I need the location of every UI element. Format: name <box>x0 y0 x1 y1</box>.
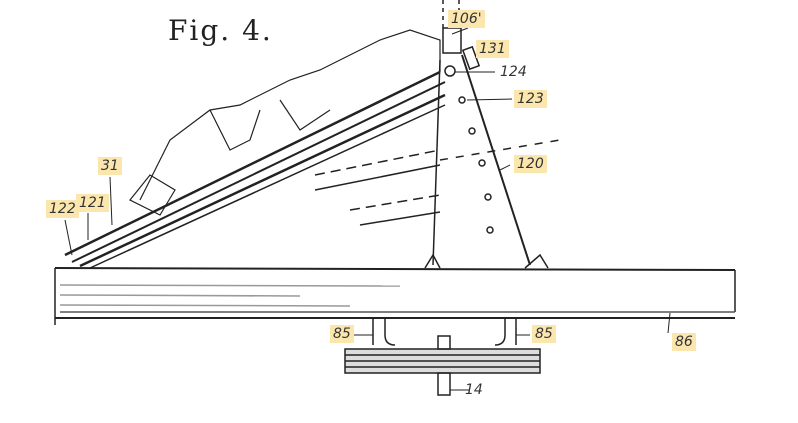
label-123: 123 <box>514 90 547 108</box>
label-131: 131 <box>476 40 509 58</box>
label-31: 31 <box>98 157 122 175</box>
inclined-rail <box>64 70 446 269</box>
support-frame <box>314 0 561 269</box>
label-124: 124 <box>500 64 527 80</box>
label-86: 86 <box>672 333 696 351</box>
label-85-right: 85 <box>532 325 556 343</box>
label-120: 120 <box>514 155 547 173</box>
label-106-prime: 106' <box>448 10 485 28</box>
figure-title: Fig. 4. <box>168 14 273 47</box>
label-121: 121 <box>76 194 109 212</box>
pulley-assembly <box>344 318 541 396</box>
label-14: 14 <box>465 382 483 398</box>
label-85-left: 85 <box>330 325 354 343</box>
base-beam <box>54 267 736 325</box>
label-122: 122 <box>46 200 79 218</box>
